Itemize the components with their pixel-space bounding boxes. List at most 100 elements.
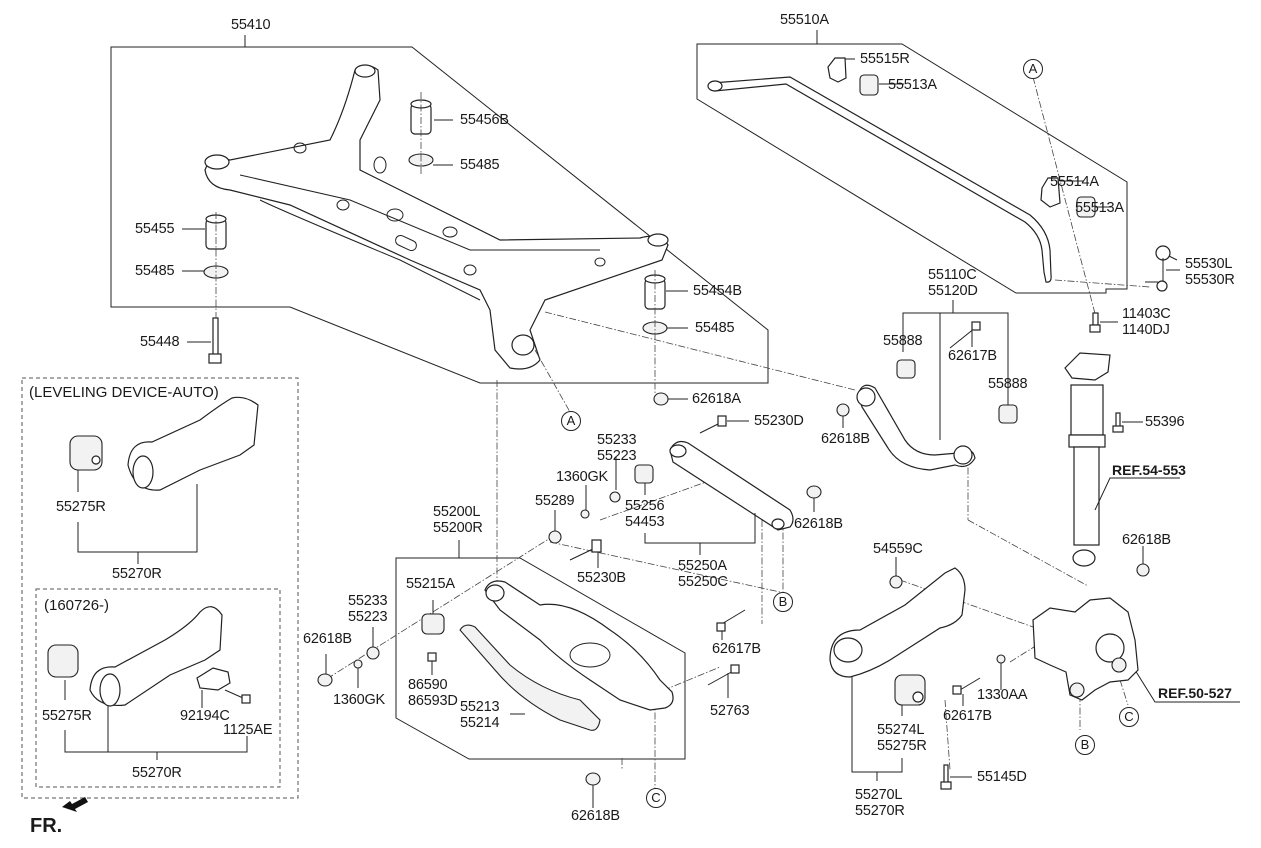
bushing-55888-b [998, 404, 1018, 424]
bolt-55396 [1112, 412, 1124, 433]
label-55515r[interactable]: 55515R [860, 51, 910, 67]
label-55256-54453[interactable]: 55256 54453 [625, 498, 665, 530]
subframe-group-outline [110, 35, 769, 384]
label-55396[interactable]: 55396 [1145, 414, 1185, 430]
label-55270l: 55270L [855, 787, 903, 803]
bushing-55256 [634, 464, 654, 484]
connector-c-right[interactable]: C [1119, 707, 1139, 727]
label-62617b-top[interactable]: 62617B [948, 348, 997, 364]
bracket-55514a [1040, 177, 1061, 208]
label-1360gk-a[interactable]: 1360GK [556, 469, 609, 485]
nut-55289 [548, 530, 562, 544]
bolt-52763 [707, 664, 740, 686]
label-11403c-text: 11403C [1122, 306, 1171, 322]
connector-a-top[interactable]: A [1023, 59, 1043, 79]
connector-b-right[interactable]: B [1075, 735, 1095, 755]
date-bolt-1125ae [224, 689, 251, 704]
label-55888-b[interactable]: 55888 [988, 376, 1028, 392]
label-55233-a: 55233 [597, 432, 637, 448]
shock-absorber-part [1064, 352, 1111, 567]
label-55513a-1[interactable]: 55513A [888, 77, 937, 93]
label-55233-55223-b[interactable]: 55233 55223 [348, 593, 388, 625]
label-55223-b: 55223 [348, 609, 388, 625]
label-date-1125ae[interactable]: 1125AE [223, 722, 273, 738]
label-date-92194c[interactable]: 92194C [180, 708, 230, 724]
label-lev-55270r[interactable]: 55270R [112, 566, 162, 582]
label-62618b-left[interactable]: 62618B [303, 631, 352, 647]
label-86590-86593d[interactable]: 86590 86593D [408, 677, 458, 709]
label-55289[interactable]: 55289 [535, 493, 575, 509]
label-55456b[interactable]: 55456B [460, 112, 509, 128]
ref-54-553[interactable]: REF.54-553 [1112, 462, 1186, 478]
label-52763[interactable]: 52763 [710, 703, 750, 719]
label-55485-top[interactable]: 55485 [460, 157, 500, 173]
label-1140dj-text: 1140DJ [1122, 322, 1170, 338]
label-55530r: 55530R [1185, 272, 1235, 288]
label-62617b-bottom[interactable]: 62617B [943, 708, 992, 724]
label-54559c[interactable]: 54559C [873, 541, 923, 557]
label-55275r: 55275R [877, 738, 927, 754]
label-62618b-bottom[interactable]: 62618B [571, 808, 620, 824]
label-62617b-mid[interactable]: 62617B [712, 641, 761, 657]
label-11403c[interactable]: 11403C 1140DJ [1122, 306, 1171, 338]
date-bracket-92194c [196, 667, 231, 691]
knuckle-part [1032, 597, 1139, 701]
washer-1360gk-a [580, 509, 590, 519]
label-86590: 86590 [408, 677, 448, 693]
label-1360gk-b[interactable]: 1360GK [333, 692, 386, 708]
bushing-55888-a [896, 359, 916, 379]
label-date-55275r[interactable]: 55275R [42, 708, 92, 724]
label-55888-a[interactable]: 55888 [883, 333, 923, 349]
stabilizer-group-outline [696, 30, 1128, 294]
label-62618b-right[interactable]: 62618B [1122, 532, 1171, 548]
connector-a-mid[interactable]: A [561, 411, 581, 431]
label-trailing-arm[interactable]: 55270L 55270R [855, 787, 905, 819]
label-62618b-upper[interactable]: 62618B [821, 431, 870, 447]
label-55145d[interactable]: 55145D [977, 769, 1027, 785]
connector-b-mid[interactable]: B [773, 592, 793, 612]
label-55510a[interactable]: 55510A [780, 12, 829, 28]
date-arm-part [89, 606, 223, 707]
label-55513a-2[interactable]: 55513A [1075, 200, 1124, 216]
label-55215a[interactable]: 55215A [406, 576, 455, 592]
label-55514a[interactable]: 55514A [1050, 174, 1099, 190]
label-55250c: 55250C [678, 574, 728, 590]
label-55454b[interactable]: 55454B [693, 283, 742, 299]
ref-50-527[interactable]: REF.50-527 [1158, 685, 1232, 701]
label-55530[interactable]: 55530L 55530R [1185, 256, 1235, 288]
label-55485-right[interactable]: 55485 [695, 320, 735, 336]
label-55448[interactable]: 55448 [140, 334, 180, 350]
bolt-62617b-bottom [952, 677, 981, 695]
label-55213-55214[interactable]: 55213 55214 [460, 699, 500, 731]
label-55230d[interactable]: 55230D [754, 413, 804, 429]
label-62618a[interactable]: 62618A [692, 391, 741, 407]
nut-62618b-upper [836, 403, 850, 417]
leveling-group-title: (LEVELING DEVICE-AUTO) [29, 384, 219, 401]
nut-54559c [889, 575, 903, 589]
label-55233-55223-a[interactable]: 55233 55223 [597, 432, 637, 464]
label-date-55270r[interactable]: 55270R [132, 765, 182, 781]
label-55270r: 55270R [855, 803, 905, 819]
label-assist-arm[interactable]: 55250A 55250C [678, 558, 728, 590]
bolt-55448 [208, 317, 222, 364]
washer-1360gk-b [353, 659, 363, 669]
lower-arm-part [459, 580, 674, 731]
label-55213: 55213 [460, 699, 500, 715]
connector-c-bottom[interactable]: C [646, 788, 666, 808]
date-group-outline [35, 588, 281, 788]
label-86593d: 86593D [408, 693, 458, 709]
label-62618b-mid[interactable]: 62618B [794, 516, 843, 532]
date-bushing-part [47, 644, 79, 678]
washer-1330aa [996, 654, 1006, 664]
stabilizer-bar-part [707, 76, 1052, 283]
label-55530l: 55530L [1185, 256, 1233, 272]
label-55485-left[interactable]: 55485 [135, 263, 175, 279]
label-1330aa[interactable]: 1330AA [977, 687, 1028, 703]
label-55455[interactable]: 55455 [135, 221, 175, 237]
label-55230b[interactable]: 55230B [577, 570, 626, 586]
label-upper-arm[interactable]: 55110C 55120D [928, 267, 978, 299]
label-subframe[interactable]: 55410 [231, 17, 271, 33]
label-lower-arm[interactable]: 55200L 55200R [433, 504, 483, 536]
label-lev-55275r[interactable]: 55275R [56, 499, 106, 515]
label-55274l-55275r[interactable]: 55274L 55275R [877, 722, 927, 754]
